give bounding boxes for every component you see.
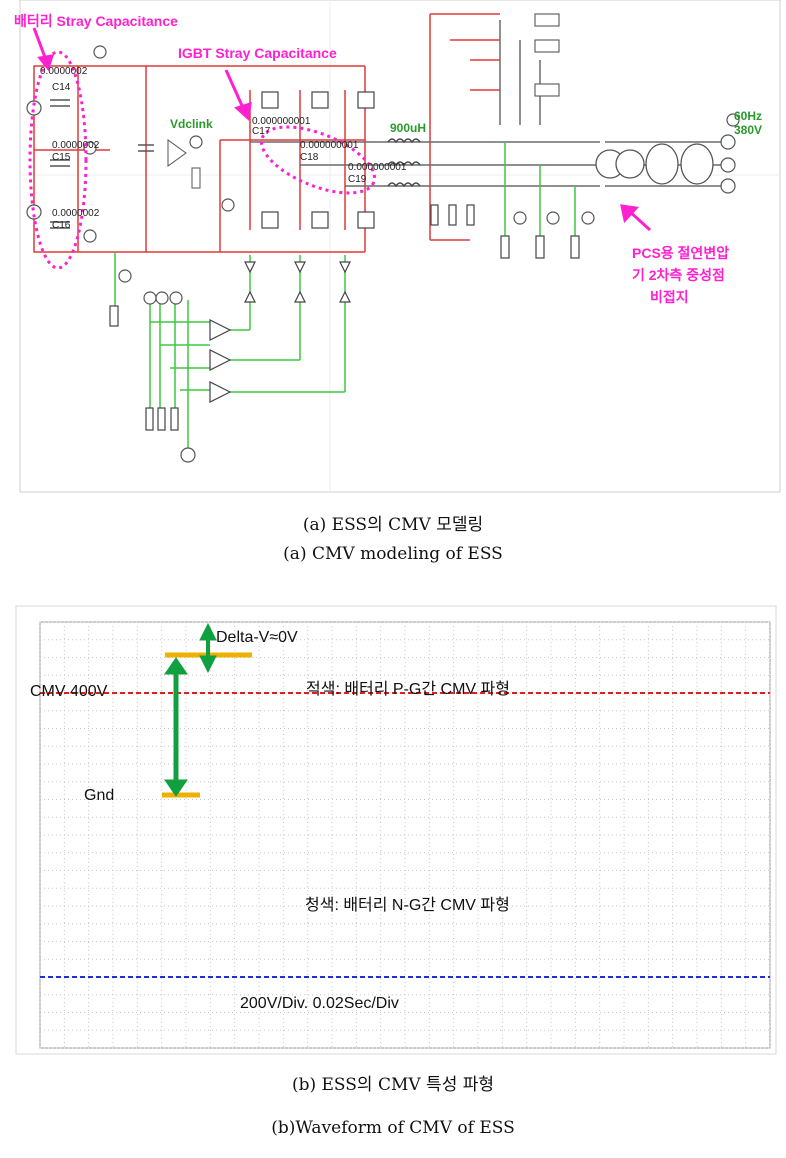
motor-icon (680, 143, 714, 185)
voltage-probe-icon (169, 291, 183, 305)
voltage-probe-icon (726, 113, 740, 127)
voltage-probe-icon (155, 291, 169, 305)
red-waveform-description: 적색: 배터리 P-G간 CMV 파형 (306, 680, 510, 698)
cmv-waveform-chart: Delta-V≈0V CMV 400V Gnd 적색: 배터리 P-G간 CMV… (15, 605, 777, 1055)
chart-grid (39, 621, 771, 1049)
voltage-probe-icon (221, 198, 235, 212)
signal-wiring (114, 142, 576, 460)
figure-b-panel: Delta-V≈0V CMV 400V Gnd 적색: 배터리 P-G간 CMV… (0, 600, 786, 1060)
ac-output-lines (250, 20, 730, 187)
current-probe-icon (581, 211, 595, 225)
stray-capacitance-highlights (28, 50, 376, 270)
grid-frequency-label: 60Hz (734, 109, 762, 123)
cap-value-c18: 0.000000001 (300, 140, 359, 151)
scale-description: 200V/Div. 0.02Sec/Div (240, 995, 399, 1012)
voltage-probe-icon (189, 135, 203, 149)
igbt-bridge (261, 91, 375, 229)
battery-source-upper (26, 100, 42, 116)
gate-drivers (209, 261, 351, 403)
cap-value-c14: 0.0000002 (40, 66, 88, 77)
gnd-label: Gnd (84, 787, 114, 804)
figure-a-caption-korean: (a) ESS의 CMV 모델링 (302, 515, 484, 535)
vdclink-label: Vdclink (170, 117, 213, 131)
igbt-switch (311, 211, 329, 229)
pcs-note-line-3: 비접지 (650, 289, 689, 305)
cap-value-c16: 0.0000002 (52, 208, 100, 219)
cap-value-c17: 0.000000001 (252, 116, 311, 127)
cmv-model-schematic: 배터리 Stray Capacitance IGBT Stray Capacit… (14, 0, 781, 493)
cap-value-c15: 0.0000002 (52, 140, 100, 151)
sensor-resistors (109, 204, 580, 431)
battery-sources (26, 45, 740, 463)
voltage-probe-icon (118, 269, 132, 283)
cap-label-c14: C14 (52, 82, 71, 93)
cap-label-c19: C19 (348, 174, 367, 185)
igbt-switch (357, 91, 375, 109)
grid-source-icon (720, 157, 736, 173)
battery-stray-label: 배터리 Stray Capacitance (14, 13, 178, 29)
delta-v-double-arrow (199, 622, 217, 674)
cmv-double-arrow (164, 657, 188, 797)
battery-wiring (33, 13, 500, 253)
cap-label-c16: C16 (52, 220, 71, 231)
transformer-icon (615, 149, 645, 179)
dclink-capacitor (138, 144, 154, 152)
delta-v-label: Delta-V≈0V (216, 629, 298, 646)
cap-label-c17: C17 (252, 126, 271, 137)
chart-series (40, 692, 770, 978)
voltage-probe-icon (83, 229, 97, 243)
blue-waveform-description: 청색: 배터리 N-G간 CMV 파형 (305, 896, 510, 914)
cmv-400v-label: CMV 400V (30, 683, 108, 700)
igbt-switch (311, 91, 329, 109)
line-inductors (387, 138, 421, 188)
igbt-switch (357, 211, 375, 229)
figure-a-panel: 배터리 Stray Capacitance IGBT Stray Capacit… (0, 0, 786, 500)
cap-label-c15: C15 (52, 152, 71, 163)
annotation-arrows (32, 27, 652, 232)
vdclink-meter-icon (191, 167, 201, 189)
pcs-note-line-2: 기 2차측 중성점 (632, 267, 725, 283)
grid-source-icon (720, 134, 736, 150)
figure-b-caption-english: (b)Waveform of CMV of ESS (271, 1118, 515, 1138)
grid-voltage-label: 380V (734, 123, 762, 137)
cap-value-c19: 0.000000001 (348, 162, 407, 173)
cap-label-c18: C18 (300, 152, 319, 163)
igbt-switch (261, 211, 279, 229)
igbt-stray-label: IGBT Stray Capacitance (178, 45, 337, 61)
transformer-block (595, 143, 714, 185)
figure-a-caption-english: (a) CMV modeling of ESS (283, 544, 503, 564)
vdclink-amplifier-icon (167, 139, 187, 167)
battery-capacitors (50, 99, 70, 229)
battery-source-lower (26, 204, 42, 220)
grid-source-icon (720, 178, 736, 194)
filter-icon (645, 143, 679, 185)
current-probe-icon (546, 211, 560, 225)
igbt-switch (261, 91, 279, 109)
voltage-probe-icon (143, 291, 157, 305)
figure-b-caption-korean: (b) ESS의 CMV 특성 파형 (291, 1075, 495, 1095)
battery-stray-highlight (28, 50, 88, 270)
pcs-note-line-1: PCS용 절연변압 (632, 245, 729, 261)
sine-source-icon (180, 447, 196, 463)
current-probe-icon (513, 211, 527, 225)
inductor-label: 900uH (390, 121, 426, 135)
voltage-probe-icon (93, 45, 107, 59)
output-probe-blocks (534, 13, 560, 97)
igbt-stray-highlight (260, 125, 376, 195)
